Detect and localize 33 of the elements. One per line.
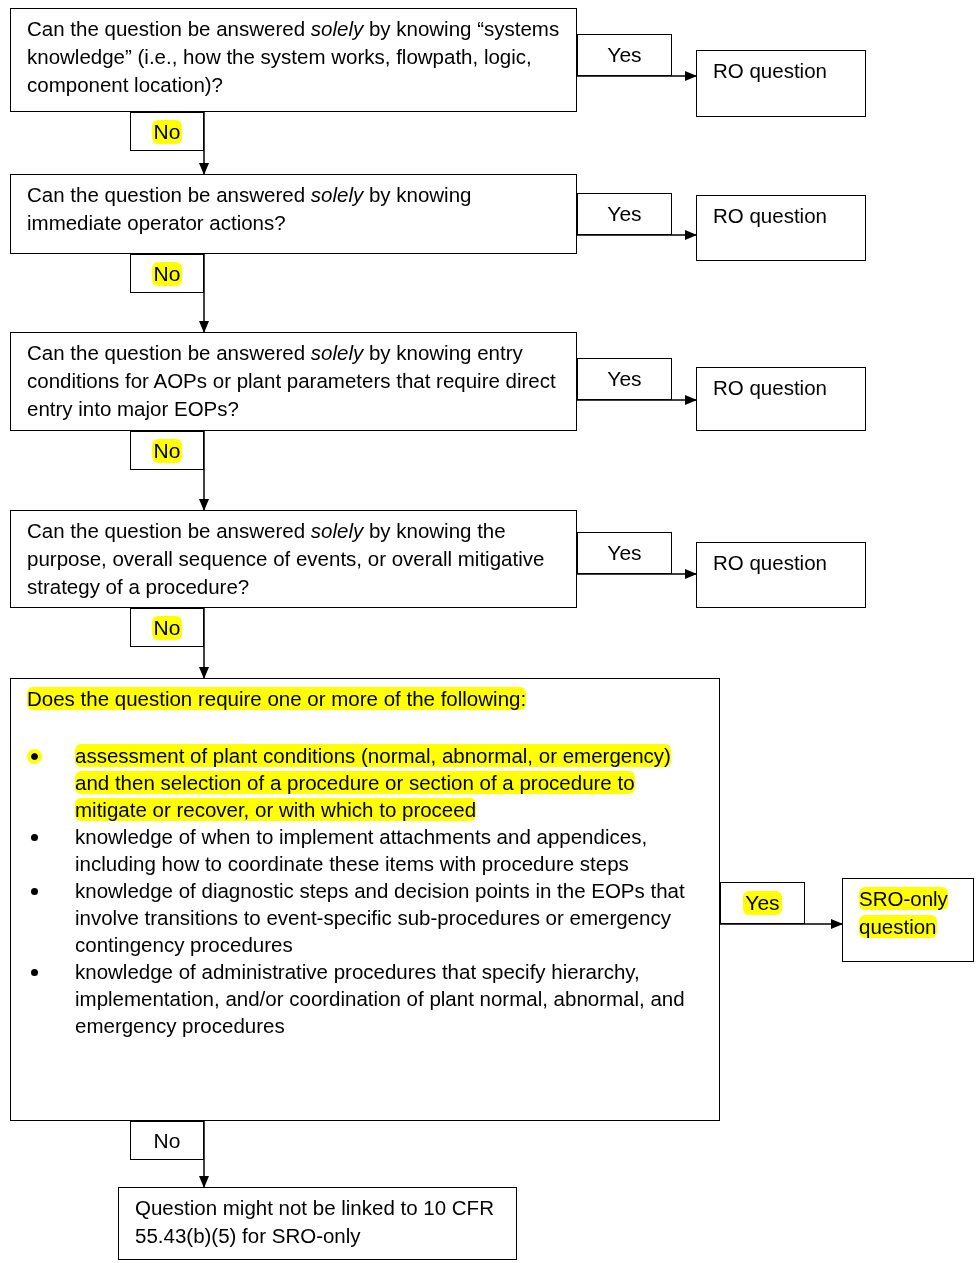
edge-label: Yes [577, 532, 672, 574]
edge-label: No [130, 254, 204, 293]
question-text: Can the question be answered solely by knowing “systems knowledge” (i.e., how the system works, flowpath, logic, component location)? [27, 16, 560, 98]
outcome-text: SRO-only question [859, 886, 949, 940]
edge-label: Yes [577, 34, 672, 76]
question-text: Can the question be answered solely by knowing immediate operator actions? [27, 182, 473, 236]
decision-box [10, 510, 577, 608]
criterion-text: knowledge of administrative procedures that specify hierarchy, implementation, and/or coordination of plant normal, abnormal, and emergency procedures [75, 959, 686, 1039]
outcome-text: RO question [713, 203, 828, 229]
edge-label: No [130, 608, 204, 647]
decision-box [10, 174, 577, 254]
outcome-box [696, 50, 866, 117]
question-text: Can the question be answered solely by knowing the purpose, overall sequence of events, or overall mitigative strategy of a procedure? [27, 518, 546, 600]
outcome-text: RO question [713, 58, 828, 84]
outcome-text: RO question [713, 375, 828, 401]
outcome-box [696, 542, 866, 608]
outcome-box [842, 878, 974, 962]
edge-label: Yes [577, 193, 672, 235]
edge-label: No [130, 431, 204, 470]
edge-label: No [130, 112, 204, 151]
decision-box [10, 332, 577, 431]
decision-box [10, 678, 720, 1121]
edge-label: No [130, 1121, 204, 1160]
outcome-box [696, 195, 866, 261]
outcome-box [696, 367, 866, 431]
edge-label: Yes [577, 358, 672, 400]
outcome-box [118, 1187, 517, 1260]
decision-box [10, 8, 577, 112]
question-text: Does the question require one or more of the following: [27, 686, 528, 712]
question-text: Can the question be answered solely by knowing entry conditions for AOPs or plant parameters that require direct entry into major EOPs? [27, 340, 557, 422]
outcome-text: RO question [713, 550, 828, 576]
edge-label: Yes [720, 882, 805, 924]
outcome-text: Question might not be linked to 10 CFR 55.43(b)(5) for SRO-only [135, 1195, 495, 1249]
